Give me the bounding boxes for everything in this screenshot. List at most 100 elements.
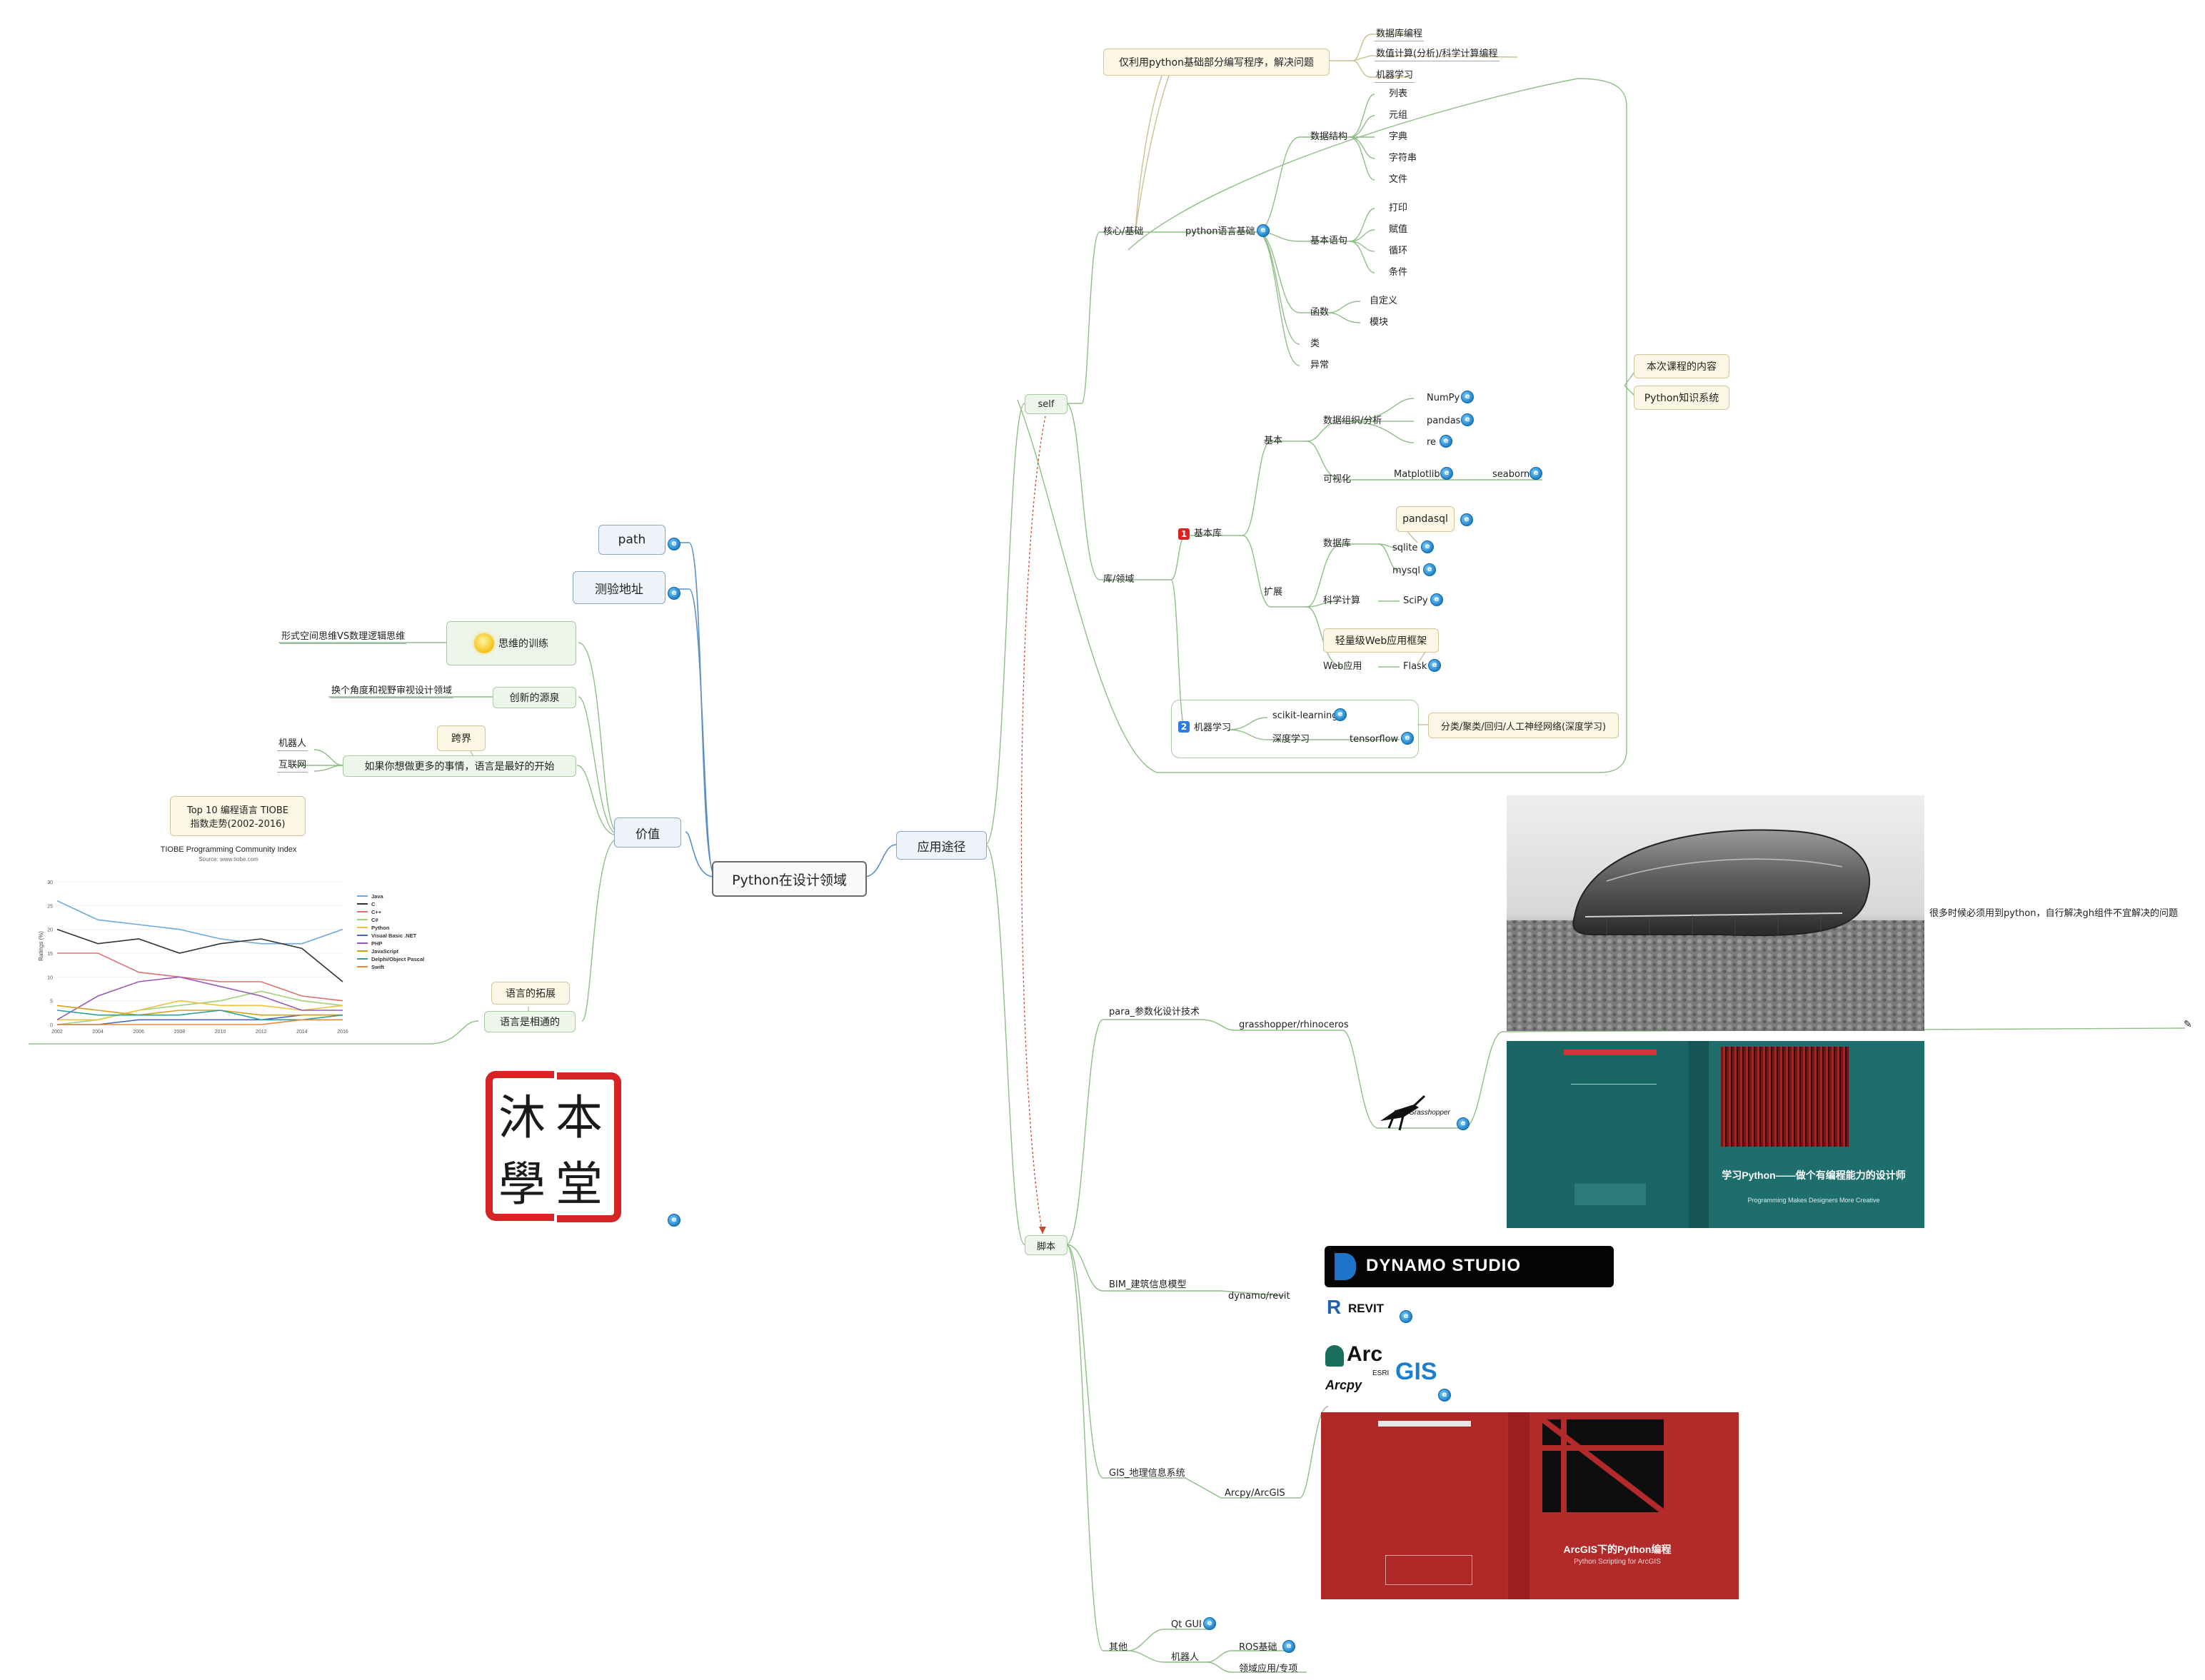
basic-libs[interactable]: 基本 bbox=[1264, 436, 1283, 446]
sqlite[interactable]: sqlite bbox=[1392, 543, 1418, 553]
link-icon[interactable]: e bbox=[1428, 659, 1441, 672]
link-icon[interactable]: e bbox=[1423, 563, 1436, 576]
y-tick-label: 15 bbox=[47, 952, 53, 957]
link-icon[interactable]: e bbox=[1460, 513, 1473, 526]
link-icon[interactable]: e bbox=[1282, 1640, 1295, 1653]
x-tick-label: 2010 bbox=[215, 1030, 226, 1035]
language-extension-node[interactable]: 语言的拓展 bbox=[491, 982, 570, 1005]
legend-entry: Java bbox=[371, 893, 384, 900]
data-org[interactable]: 数据组织/分析 bbox=[1323, 416, 1382, 426]
y-tick-label: 20 bbox=[47, 928, 53, 933]
functions[interactable]: 函数 bbox=[1310, 307, 1330, 318]
link-icon[interactable]: e bbox=[1440, 467, 1453, 480]
link-icon[interactable]: e bbox=[1430, 593, 1443, 606]
seaborn[interactable]: seaborn bbox=[1492, 469, 1530, 480]
mysql[interactable]: mysql bbox=[1392, 565, 1420, 576]
pandasql-note[interactable]: pandasql bbox=[1396, 506, 1455, 532]
innovation-source-node[interactable]: 创新的源泉 bbox=[493, 687, 576, 708]
test-url-node[interactable]: 测验地址 bbox=[573, 571, 665, 604]
libs-domain[interactable]: 库/领域 bbox=[1103, 574, 1135, 585]
x-tick-label: 2004 bbox=[92, 1030, 104, 1035]
base-lib[interactable]: 基本库 bbox=[1194, 528, 1222, 539]
y-tick-label: 0 bbox=[50, 1023, 53, 1028]
link-icon[interactable]: e bbox=[1530, 467, 1542, 480]
scripts-node[interactable]: 脚本 bbox=[1025, 1235, 1068, 1255]
thinking-training-node[interactable]: 思维的训练 bbox=[446, 621, 576, 665]
y-tick-label: 10 bbox=[47, 975, 53, 980]
matplotlib[interactable]: Matplotlib bbox=[1394, 469, 1440, 480]
link-icon[interactable]: e bbox=[1203, 1617, 1216, 1630]
link-icon[interactable]: e bbox=[1457, 1117, 1470, 1130]
more-things-node[interactable]: 如果你想做更多的事情，语言是最好的开始 bbox=[343, 755, 576, 777]
link-icon[interactable]: e bbox=[1440, 435, 1452, 448]
link-icon[interactable]: e bbox=[668, 587, 680, 600]
link-icon[interactable]: e bbox=[1461, 391, 1474, 403]
domain-app[interactable]: 领域应用/专项 bbox=[1239, 1664, 1298, 1674]
link-icon[interactable]: e bbox=[1257, 224, 1270, 237]
ds-item-dict: 字典 bbox=[1389, 131, 1408, 142]
self-node[interactable]: self bbox=[1025, 394, 1068, 414]
link-icon[interactable]: e bbox=[1438, 1389, 1451, 1402]
web-framework-note[interactable]: 轻量级Web应用框架 bbox=[1323, 628, 1439, 653]
python-basics[interactable]: python语言基础 bbox=[1185, 226, 1255, 237]
ml-top: 机器学习 bbox=[1375, 70, 1415, 83]
ros-basics[interactable]: ROS基础 bbox=[1239, 1642, 1277, 1653]
extend-libs[interactable]: 扩展 bbox=[1264, 587, 1283, 598]
link-icon[interactable]: e bbox=[1334, 708, 1347, 721]
basic-statements[interactable]: 基本语句 bbox=[1310, 236, 1348, 246]
gis[interactable]: GIS_地理信息系统 bbox=[1109, 1468, 1185, 1479]
re[interactable]: re bbox=[1427, 437, 1437, 448]
arcpy-arcgis[interactable]: Arcpy/ArcGIS bbox=[1225, 1488, 1285, 1499]
core-basics[interactable]: 核心/基础 bbox=[1103, 226, 1144, 237]
central-topic-label: Python在设计领域 bbox=[732, 872, 847, 888]
x-tick-label: 2008 bbox=[174, 1030, 186, 1035]
cross-domain-note[interactable]: 跨界 bbox=[437, 725, 486, 751]
bim[interactable]: BIM_建筑信息模型 bbox=[1109, 1279, 1187, 1290]
link-icon[interactable]: e bbox=[668, 1214, 680, 1227]
dynamo-logo-text: DYNAMO STUDIO bbox=[1366, 1256, 1521, 1275]
database[interactable]: 数据库 bbox=[1323, 538, 1352, 549]
flask[interactable]: Flask bbox=[1403, 661, 1427, 672]
central-topic[interactable]: Python在设计领域 bbox=[712, 861, 867, 897]
sci-compute[interactable]: 科学计算 bbox=[1323, 595, 1361, 606]
seal-logo: 沐 本 學 堂 bbox=[486, 1071, 621, 1222]
ml-note[interactable]: 分类/聚类/回归/人工神经网络(深度学习) bbox=[1428, 713, 1619, 738]
numpy[interactable]: NumPy bbox=[1427, 393, 1460, 403]
pandas[interactable]: pandas bbox=[1427, 416, 1461, 426]
top10-note[interactable]: Top 10 编程语言 TIOBE 指数走势(2002-2016) bbox=[170, 796, 306, 836]
language-connected-node[interactable]: 语言是相通的 bbox=[484, 1011, 576, 1032]
machine-learning[interactable]: 机器学习 bbox=[1194, 723, 1232, 733]
data-structures[interactable]: 数据结构 bbox=[1310, 131, 1348, 142]
link-icon[interactable]: e bbox=[668, 538, 680, 550]
exception-node: 异常 bbox=[1310, 360, 1330, 371]
value-node[interactable]: 价值 bbox=[614, 818, 681, 847]
web-app[interactable]: Web应用 bbox=[1323, 661, 1362, 672]
y-tick-label: 30 bbox=[47, 880, 53, 885]
link-icon[interactable]: e bbox=[1400, 1310, 1412, 1323]
priority-2-icon: 2 bbox=[1178, 721, 1190, 733]
book2-title: ArcGIS下的Python编程 bbox=[1563, 1544, 1672, 1555]
para-design[interactable]: para_参数化设计技术 bbox=[1109, 1007, 1200, 1017]
sklearn[interactable]: scikit-learning bbox=[1272, 710, 1338, 721]
robot-right[interactable]: 机器人 bbox=[1171, 1652, 1200, 1663]
link-icon[interactable]: e bbox=[1401, 732, 1414, 745]
class-node: 类 bbox=[1310, 338, 1320, 349]
visualization[interactable]: 可视化 bbox=[1323, 474, 1352, 485]
grasshopper-rhino[interactable]: grasshopper/rhinoceros bbox=[1239, 1020, 1349, 1030]
only-basics-note[interactable]: 仅利用python基础部分编写程序，解决问题 bbox=[1103, 49, 1330, 76]
x-tick-label: 2014 bbox=[296, 1030, 308, 1035]
application-node[interactable]: 应用途径 bbox=[896, 831, 987, 860]
link-icon[interactable]: e bbox=[1421, 540, 1434, 553]
dynamo-revit[interactable]: dynamo/revit bbox=[1228, 1291, 1290, 1302]
legend-entry: C# bbox=[371, 917, 378, 923]
attachment-icon[interactable]: ✎ bbox=[2184, 1019, 2192, 1030]
others[interactable]: 其他 bbox=[1109, 1642, 1128, 1653]
course-content-note[interactable]: 本次课程的内容 bbox=[1634, 354, 1729, 378]
link-icon[interactable]: e bbox=[1461, 413, 1474, 426]
tensorflow[interactable]: tensorflow bbox=[1350, 734, 1399, 745]
scipy[interactable]: SciPy bbox=[1403, 595, 1428, 606]
python-system-note[interactable]: Python知识系统 bbox=[1634, 386, 1729, 410]
deep-learning[interactable]: 深度学习 bbox=[1272, 734, 1310, 745]
qt-gui[interactable]: Qt GUI bbox=[1171, 1619, 1202, 1630]
path-node[interactable]: path bbox=[598, 525, 665, 555]
